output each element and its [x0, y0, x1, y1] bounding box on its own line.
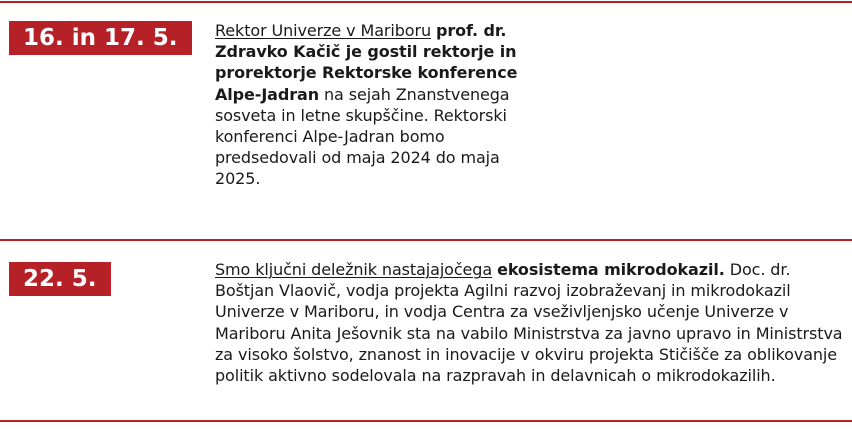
divider: [0, 239, 852, 241]
entry-link[interactable]: Smo ključni deležnik nastajajočega: [215, 260, 493, 279]
entry-text: Rektor Univerze v Mariboru prof. dr. Zdr…: [215, 20, 535, 190]
date-badge: 16. in 17. 5.: [9, 21, 192, 55]
divider: [0, 1, 852, 3]
entry-link[interactable]: Rektor Univerze v Mariboru: [215, 21, 432, 40]
entry-bold-text: ekosistema mikrodokazil.: [497, 260, 725, 279]
entry-body-text: Doc. dr. Boštjan Vlaovič, vodja projekta…: [215, 260, 843, 386]
date-badge: 22. 5.: [9, 262, 111, 296]
divider: [0, 420, 852, 422]
entry-body-text: na sejah Znanstvenega sosveta in letne s…: [215, 84, 510, 189]
entry-bold-text: prof. dr. Zdravko Kačič je gostil rektor…: [215, 21, 518, 104]
entry-text: Smo ključni deležnik nastajajočega ekosi…: [215, 259, 847, 386]
